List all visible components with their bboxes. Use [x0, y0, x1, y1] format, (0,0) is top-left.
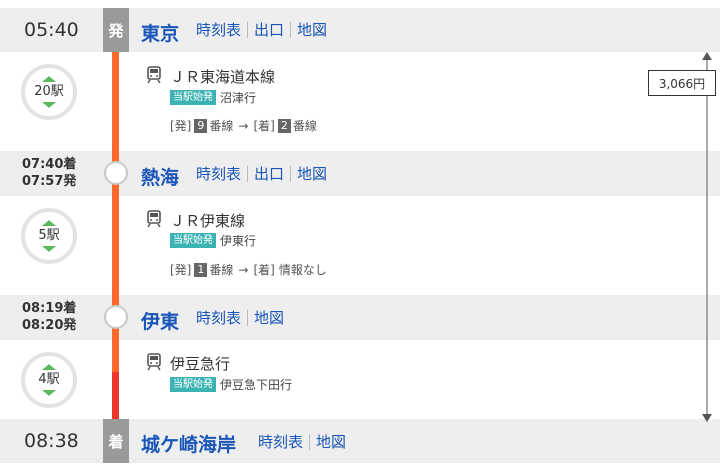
- origin-tag: 当駅始発: [170, 233, 216, 248]
- exit-link[interactable]: 出口: [247, 22, 290, 38]
- map-link[interactable]: 地図: [247, 310, 290, 326]
- train-name[interactable]: ＪＲ東海道本線: [170, 68, 276, 86]
- station-name-atami[interactable]: 熱海: [141, 167, 180, 189]
- station-name-jogasaki[interactable]: 城ケ崎海岸: [141, 434, 237, 456]
- arr-platform-number: 2: [277, 118, 291, 133]
- triangle-up-icon: [42, 76, 56, 82]
- arr-label: [着]: [253, 119, 275, 133]
- dep-platform-number: 1: [194, 262, 208, 277]
- station-links-atami: 時刻表 出口 地図: [196, 166, 333, 182]
- station-links-ito: 時刻表 地図: [196, 310, 290, 326]
- arrival-time: 08:19着: [22, 301, 77, 316]
- stop-count-badge[interactable]: 5駅: [21, 208, 77, 264]
- arrival-time: 08:38: [24, 430, 79, 452]
- destination-row: 当駅始発 伊東行: [170, 232, 256, 249]
- arr-platform-info: 情報なし: [278, 263, 327, 277]
- train-name[interactable]: 伊豆急行: [170, 355, 231, 373]
- station-name-tokyo[interactable]: 東京: [141, 23, 180, 45]
- station-node: [104, 305, 128, 329]
- dep-platform-number: 9: [194, 118, 208, 133]
- stop-count: 4駅: [38, 372, 60, 387]
- train-name[interactable]: ＪＲ伊東線: [170, 212, 246, 230]
- departure-badge: 発: [103, 8, 129, 52]
- triangle-down-icon: [42, 390, 56, 396]
- destination-row: 当駅始発 沼津行: [170, 89, 256, 106]
- platform-arrow: →: [238, 262, 249, 277]
- triangle-down-icon: [42, 102, 56, 108]
- platform-row: [発] 1 番線 → [着] 情報なし: [170, 261, 327, 278]
- dep-label: [発]: [170, 263, 192, 277]
- triangle-down-icon: [42, 246, 56, 252]
- origin-tag: 当駅始発: [170, 90, 216, 105]
- stop-count-badge[interactable]: 4駅: [21, 352, 77, 408]
- station-node: [104, 161, 128, 185]
- arrival-badge: 着: [103, 419, 129, 463]
- platform-arrow: →: [238, 118, 249, 133]
- time-ito: 08:19着 08:20発: [22, 300, 76, 334]
- train-icon: [147, 210, 161, 228]
- fare-total: 3,066円: [648, 70, 716, 96]
- station-links-tokyo: 時刻表 出口 地図: [196, 22, 333, 38]
- map-link[interactable]: 地図: [309, 434, 352, 450]
- triangle-up-icon: [42, 220, 56, 226]
- arr-label: [着]: [253, 263, 275, 277]
- dep-label: [発]: [170, 119, 192, 133]
- destination: 沼津行: [220, 91, 257, 105]
- route-line: [112, 52, 119, 372]
- station-links-jogasaki: 時刻表 地図: [258, 434, 352, 450]
- destination: 伊豆急下田行: [220, 378, 293, 392]
- timetable-link[interactable]: 時刻表: [196, 21, 242, 39]
- train-icon: [147, 66, 161, 84]
- origin-tag: 当駅始発: [170, 377, 216, 392]
- exit-link[interactable]: 出口: [247, 166, 290, 182]
- map-link[interactable]: 地図: [290, 22, 333, 38]
- triangle-up-icon: [42, 364, 56, 370]
- arrival-time: 07:40着: [22, 157, 77, 172]
- stop-count: 5駅: [38, 228, 60, 243]
- timetable-link[interactable]: 時刻表: [196, 309, 242, 327]
- station-name-ito[interactable]: 伊東: [141, 311, 180, 333]
- departure-time: 08:20発: [22, 318, 77, 333]
- time-atami: 07:40着 07:57発: [22, 156, 76, 190]
- departure-time: 05:40: [24, 19, 79, 41]
- timetable-link[interactable]: 時刻表: [258, 433, 304, 451]
- dep-platform-unit: 番線: [209, 119, 234, 133]
- stop-count-badge[interactable]: 20駅: [21, 64, 77, 120]
- platform-row: [発] 9 番線 → [着] 2 番線: [170, 117, 317, 134]
- train-icon: [147, 353, 161, 371]
- departure-time: 07:57発: [22, 174, 77, 189]
- map-link[interactable]: 地図: [290, 166, 333, 182]
- stop-count: 20駅: [34, 84, 64, 99]
- route-line-end: [112, 372, 119, 420]
- dep-platform-unit: 番線: [209, 263, 234, 277]
- destination-row: 当駅始発 伊豆急下田行: [170, 376, 292, 393]
- timetable-link[interactable]: 時刻表: [196, 165, 242, 183]
- arr-platform-unit: 番線: [292, 119, 317, 133]
- fare-range-arrow-icon: [702, 52, 712, 422]
- destination: 伊東行: [220, 234, 257, 248]
